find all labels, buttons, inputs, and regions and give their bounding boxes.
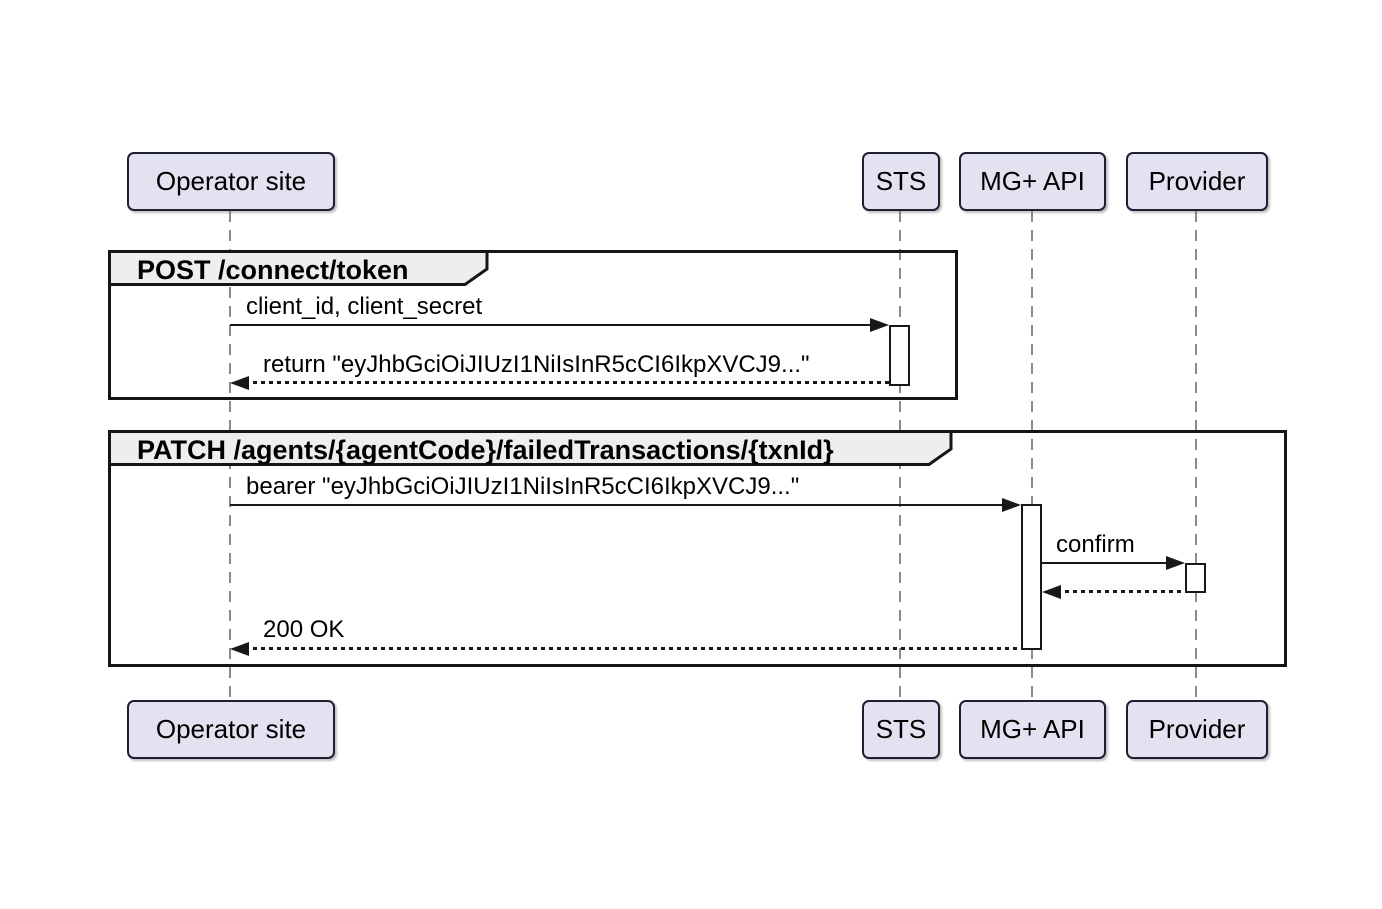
message-arrow-client-credentials — [230, 317, 889, 333]
participant-mg-api-top: MG+ API — [959, 152, 1106, 211]
arrow-line — [230, 324, 874, 326]
participant-sts-bottom: STS — [862, 700, 940, 759]
participant-operator-site-bottom: Operator site — [127, 700, 335, 759]
lifeline-provider — [1195, 211, 1197, 700]
arrow-line — [1042, 562, 1170, 564]
group-post-connect-token: POST /connect/token — [108, 250, 958, 400]
message-label: bearer "eyJhbGciOiJIUzI1NiIsInR5cCI6IkpX… — [246, 473, 800, 500]
participant-mg-api-bottom: MG+ API — [959, 700, 1106, 759]
participant-operator-site-top: Operator site — [127, 152, 335, 211]
group-patch-failed-transactions: PATCH /agents/{agentCode}/failedTransact… — [108, 430, 1287, 667]
message-label: confirm — [1056, 531, 1135, 558]
message-arrow-200-ok — [230, 641, 1022, 657]
arrowhead-right-icon — [1002, 498, 1021, 512]
message-arrow-provider-return — [1042, 584, 1185, 600]
activation-bar-mg-api — [1021, 504, 1042, 650]
message-label: return "eyJhbGciOiJIUzI1NiIsInR5cCI6IkpX… — [263, 351, 810, 378]
activation-bar-sts — [889, 325, 910, 386]
message-arrow-return-token — [230, 375, 889, 391]
activation-bar-provider — [1185, 563, 1206, 593]
message-arrow-confirm — [1042, 555, 1185, 571]
group-title: PATCH /agents/{agentCode}/failedTransact… — [137, 435, 834, 465]
arrowhead-right-icon — [1166, 556, 1185, 570]
arrowhead-right-icon — [870, 318, 889, 332]
participant-provider-top: Provider — [1126, 152, 1268, 211]
group-tab-shape — [108, 430, 953, 466]
group-title: POST /connect/token — [137, 255, 409, 285]
arrowhead-left-icon — [230, 642, 249, 656]
message-label: client_id, client_secret — [246, 293, 483, 320]
arrow-line — [245, 647, 1022, 650]
arrowhead-left-icon — [230, 376, 249, 390]
arrow-line — [1057, 590, 1185, 593]
message-arrow-bearer — [230, 497, 1021, 513]
group-tab-shape — [108, 250, 489, 286]
message-label: 200 OK — [263, 616, 345, 643]
participant-provider-bottom: Provider — [1126, 700, 1268, 759]
arrowhead-left-icon — [1042, 585, 1061, 599]
arrow-line — [245, 381, 889, 384]
lifeline-mg-api — [1031, 211, 1033, 700]
participant-sts-top: STS — [862, 152, 940, 211]
arrow-line — [230, 504, 1006, 506]
